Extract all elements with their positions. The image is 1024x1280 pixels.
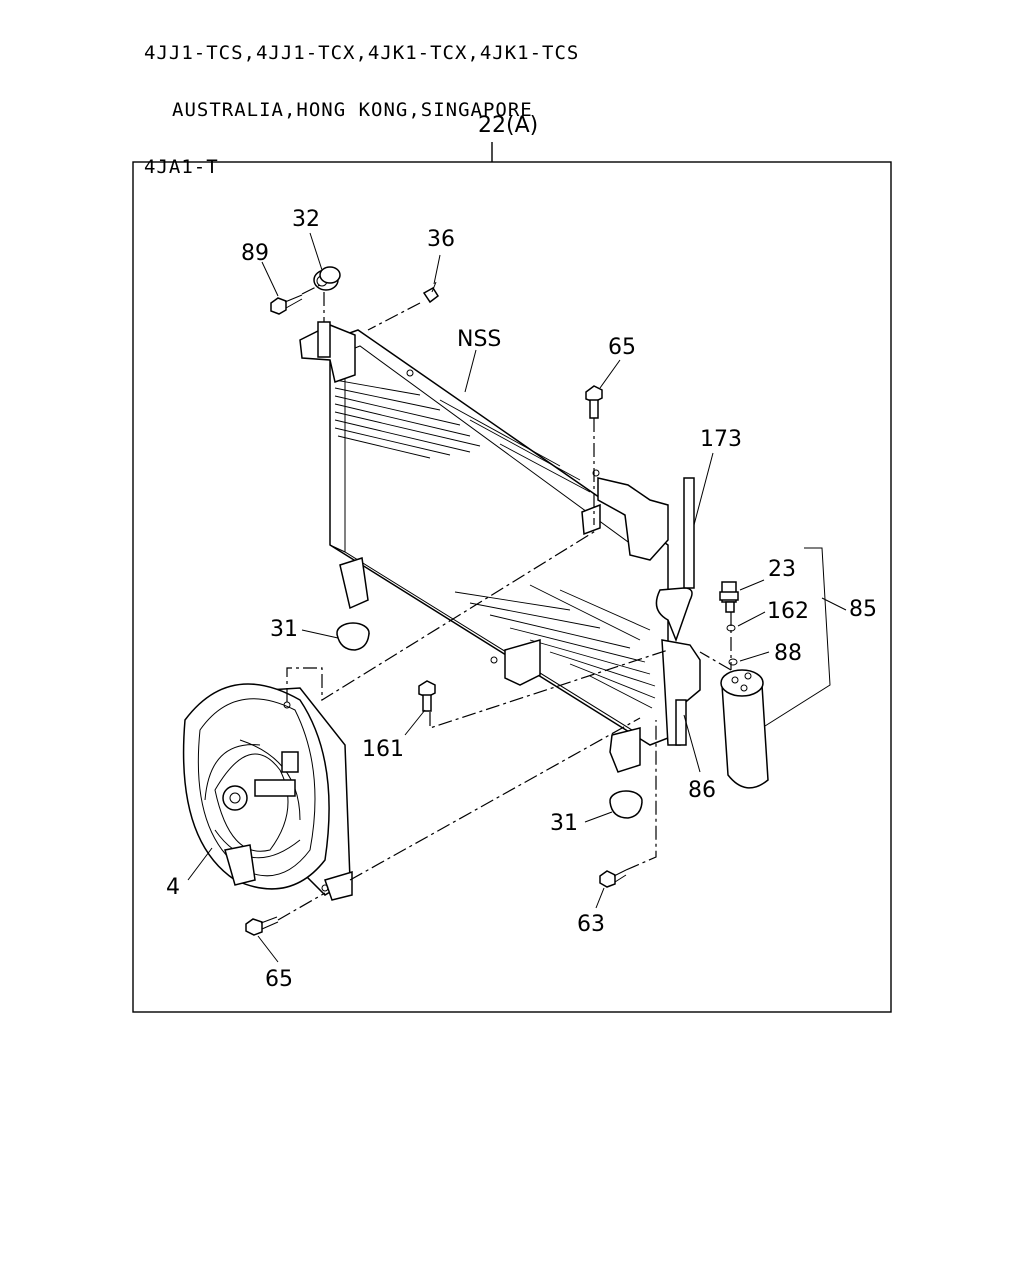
callout-173: 173 [700,427,742,452]
callout-89: 89 [241,241,269,266]
fan-shroud [182,683,353,901]
leader-lines [187,232,847,963]
callout-161: 161 [362,737,404,762]
callout-nss: NSS [457,327,501,352]
rubber-mount-31-left [336,622,370,651]
callout-65-bottom: 65 [265,967,293,992]
bolt-65-bottom [245,916,279,936]
bracket-86 [675,699,687,746]
callout-162: 162 [767,599,809,624]
assembly-frame [132,161,892,1013]
pressure-switch-23 [719,581,739,613]
grommet-32 [313,266,341,291]
bolt-63 [599,869,627,888]
receiver-drier-85 [720,669,769,789]
rubber-mount-31-right [609,790,643,819]
model-codes-line: 4JJ1-TCS,4JJ1-TCX,4JK1-TCX,4JK1-TCS [144,42,580,64]
condenser [299,321,701,773]
callout-85: 85 [849,597,877,622]
assembly-label: 22(A) [478,113,538,138]
bolt-65-top [585,385,603,419]
callout-31-left: 31 [270,617,298,642]
bolt-89 [270,294,303,315]
bolt-161 [418,680,436,712]
callout-31-right: 31 [550,811,578,836]
callout-63: 63 [577,912,605,937]
callout-36: 36 [427,227,455,252]
screw-36 [422,281,440,304]
callout-4: 4 [166,875,180,900]
callout-86: 86 [688,778,716,803]
callout-65-top: 65 [608,335,636,360]
callout-88: 88 [774,641,802,666]
o-ring-88 [728,658,738,666]
callout-23: 23 [768,557,796,582]
callout-32: 32 [292,207,320,232]
region-line: AUSTRALIA,HONG KONG,SINGAPORE [172,99,533,121]
